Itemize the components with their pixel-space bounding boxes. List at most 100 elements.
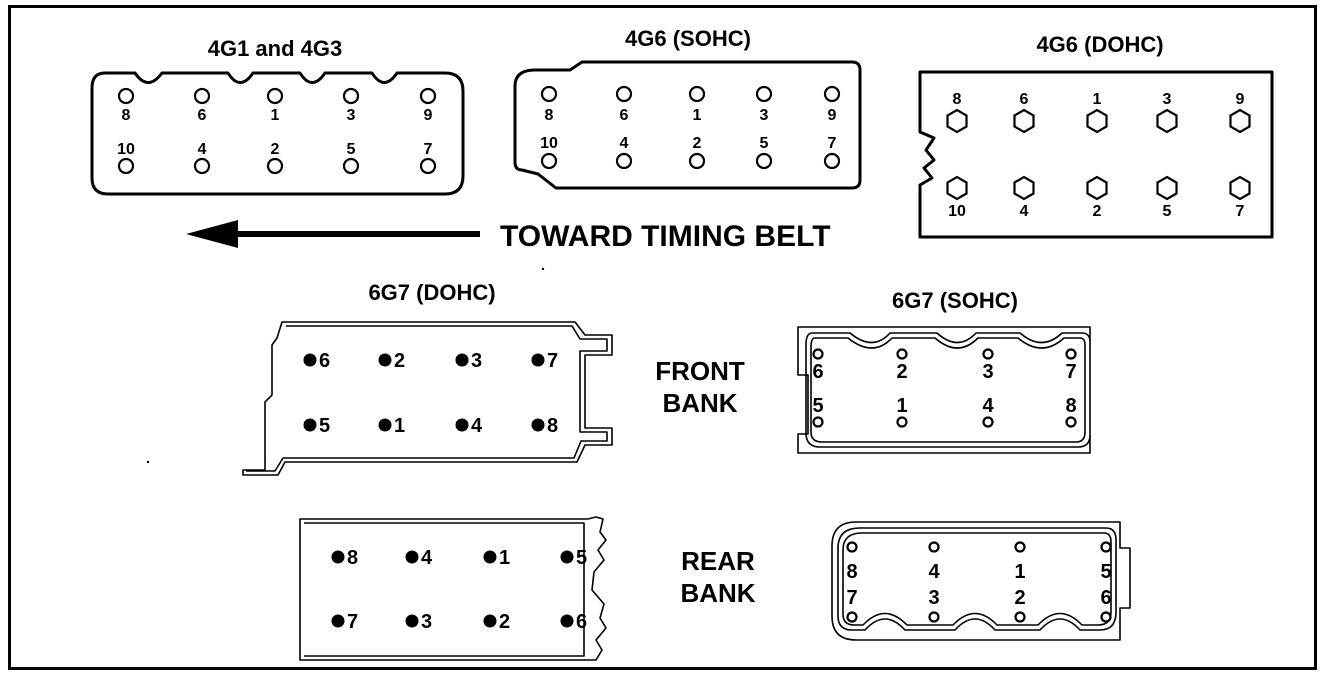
bolt-number: 8 [846,561,857,583]
bolt-dot-icon [560,614,574,628]
bolt-hole-icon [688,152,706,170]
bolt: 1 [1086,91,1108,134]
bolt: 10 [540,135,558,170]
bolt-number: 1 [394,415,405,437]
arrow-left-icon [186,220,238,248]
bolt-number: 2 [271,141,280,158]
bolt-number: 1 [271,107,280,124]
hex-bolt-icon [1013,175,1035,201]
title-4g1-4g3: 4G1 and 4G3 [208,36,343,61]
bolt: 1 [896,395,908,428]
bolt-number: 6 [620,107,629,124]
bolt-number: 1 [1014,561,1025,583]
bolt-number: 6 [812,361,823,383]
bolt: 8 [846,541,858,583]
bolt-number: 8 [547,415,558,437]
bolt-dot-icon [1100,611,1112,623]
bolt: 3 [455,350,482,372]
bolt-dot-icon [846,611,858,623]
bolt-dot-icon [560,550,574,564]
bolt: 1 [688,85,706,124]
bolt-number: 7 [424,141,433,158]
bolt: 7 [1065,348,1077,383]
bolt: 2 [483,611,510,633]
bolt: 3 [1156,91,1178,134]
bolt-hole-icon [755,85,773,103]
bolt-dot-icon [896,348,908,360]
hex-bolt-icon [1229,108,1251,134]
bolt: 2 [688,135,706,170]
bolt-hole-icon [615,85,633,103]
bolt-hole-icon [823,152,841,170]
bolt-number: 8 [347,547,358,569]
bolt-hole-icon [266,87,284,105]
bolt: 3 [405,611,432,633]
bolt-dot-icon [378,418,392,432]
bolt-number: 9 [828,107,837,124]
bolt: 1 [1014,541,1026,583]
title-6g7-dohc: 6G7 (DOHC) [368,280,495,305]
bolt-number: 7 [828,135,837,152]
bolt: 8 [331,547,358,569]
bolt: 9 [419,87,437,124]
bolt-dot-icon [928,611,940,623]
bolt-dot-icon [1065,348,1077,360]
bolt-number: 5 [1100,561,1111,583]
bolt: 7 [531,350,558,372]
bolt-dot-icon [483,550,497,564]
bolt-dot-icon [1014,611,1026,623]
hex-bolt-icon [1229,175,1251,201]
bolt: 4 [928,541,940,583]
bolt: 6 [560,611,587,633]
bolt-dot-icon [405,550,419,564]
bolt-number: 8 [1065,395,1076,417]
timing-belt-direction: TOWARD TIMING BELT [186,220,831,253]
bolt-dot-icon [982,348,994,360]
bolt: 8 [1065,395,1077,428]
hex-bolt-icon [946,108,968,134]
bolt: 5 [342,141,360,175]
bolt-number: 6 [198,107,207,124]
bolt-number: 3 [1163,91,1172,108]
bolt-dot-icon [378,353,392,367]
outline-6g7-dohc-rear [299,516,607,661]
bolt: 6 [303,350,330,372]
bolt: 4 [982,395,994,428]
speck [146,460,150,464]
hex-bolt-icon [1086,108,1108,134]
bolt-hole-icon [540,85,558,103]
bolt: 3 [755,85,773,124]
bolt: 5 [755,135,773,170]
bolt-dot-icon [1065,416,1077,428]
bolt-dot-icon [455,353,469,367]
bolt: 8 [946,91,968,134]
title-6g7-sohc: 6G7 (SOHC) [892,288,1018,313]
bolt-hole-icon [342,157,360,175]
bolt-number: 5 [760,135,769,152]
speck [541,267,545,271]
bolt-number: 4 [1020,203,1029,220]
bolt: 4 [1013,175,1035,220]
svg-text:BANK: BANK [662,388,737,418]
direction-label: TOWARD TIMING BELT [500,220,831,253]
bolt-number: 8 [545,107,554,124]
bolt-number: 3 [982,361,993,383]
bolt: 7 [846,587,858,623]
bolt-hole-icon [117,87,135,105]
bolt-dot-icon [1014,541,1026,553]
bolt-number: 7 [547,350,558,372]
bolt-hole-icon [193,157,211,175]
bolt-number: 5 [347,141,356,158]
bolt-number: 7 [1065,361,1076,383]
bolt-number: 6 [576,611,587,633]
title-4g6-sohc: 4G6 (SOHC) [625,26,751,51]
bolt-number: 7 [1236,203,1245,220]
